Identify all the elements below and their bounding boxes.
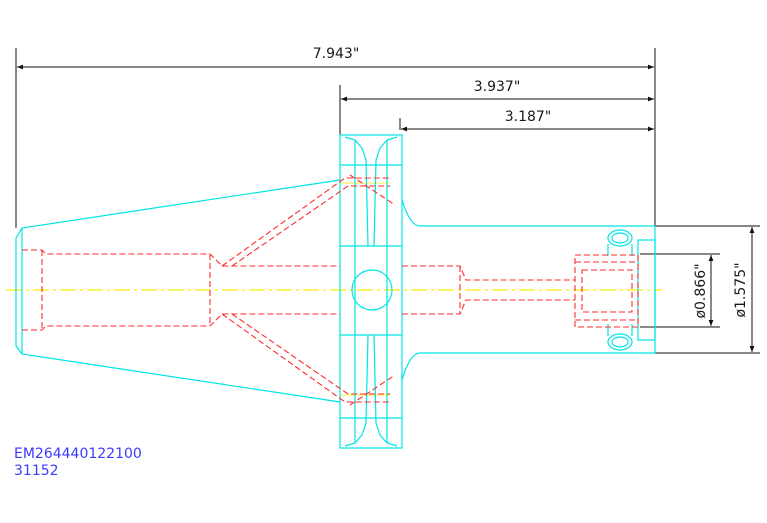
yellow-guide-lines [340, 182, 390, 396]
gauge-to-end-label: 3.187" [505, 109, 552, 125]
outline [15, 134, 656, 449]
dimension-lines [17, 64, 755, 352]
overall-length-label: 7.943" [313, 46, 360, 62]
inner-diameter-label: ø0.866" [693, 263, 709, 318]
flange-to-end-label: 3.937" [474, 79, 521, 95]
part-number: EM264440122100 [14, 446, 142, 462]
extension-lines [15, 48, 760, 354]
item-number: 31152 [14, 463, 59, 479]
hidden-lines [22, 174, 639, 406]
outer-diameter-label: ø1.575" [733, 262, 749, 317]
